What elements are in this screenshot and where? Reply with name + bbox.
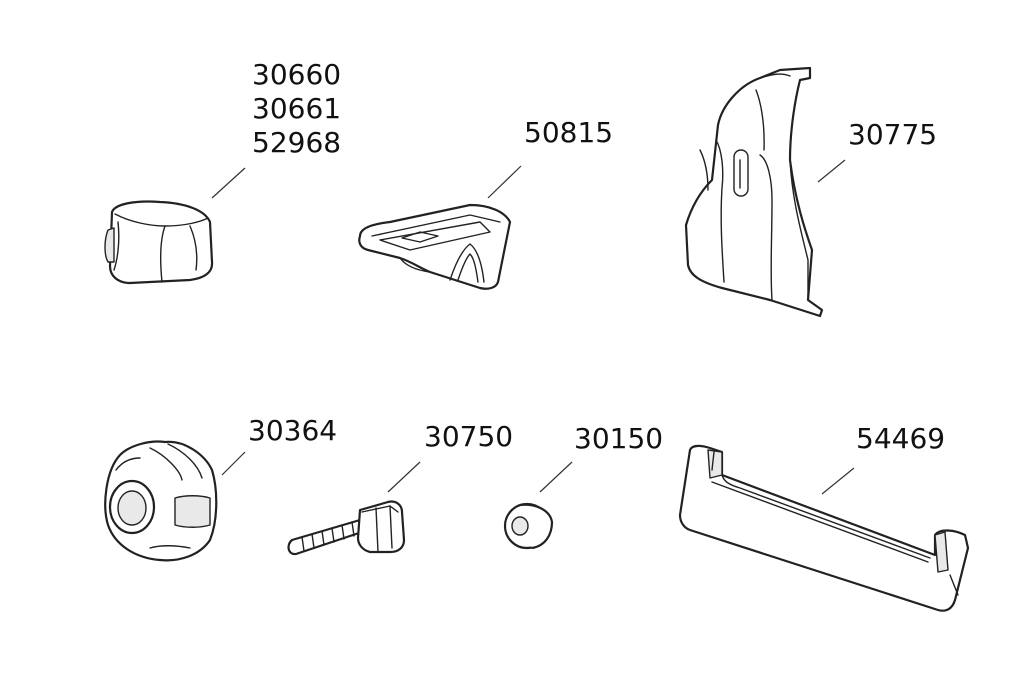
knob-leader-line: [221, 451, 246, 476]
support-part: [358, 203, 512, 290]
bracket-part-number: 30775: [848, 118, 938, 151]
bolt-part: [287, 500, 406, 556]
pad-part-number-1: 30660: [252, 58, 342, 91]
handle-leader-line: [821, 467, 855, 495]
knob-part-number: 30364: [248, 414, 338, 447]
pad-leader-line: [211, 167, 246, 199]
bolt-leader-line: [387, 461, 421, 493]
bracket-part: [684, 66, 824, 318]
support-part-number: 50815: [524, 116, 614, 149]
pad-part-numbers: 30660 30661 52968: [252, 58, 341, 160]
pad-part: [104, 200, 214, 285]
pad-part-number-2: 30661: [252, 92, 342, 125]
handle-part: [678, 444, 970, 612]
support-leader-line: [487, 165, 522, 199]
washer-part: [503, 502, 554, 550]
bolt-part-number: 30750: [424, 420, 514, 453]
handle-part-number: 54469: [856, 422, 946, 455]
pad-part-number-3: 52968: [252, 126, 342, 159]
washer-leader-line: [539, 461, 573, 493]
washer-part-number: 30150: [574, 422, 664, 455]
knob-part: [104, 440, 218, 562]
bracket-leader-line: [817, 159, 846, 183]
